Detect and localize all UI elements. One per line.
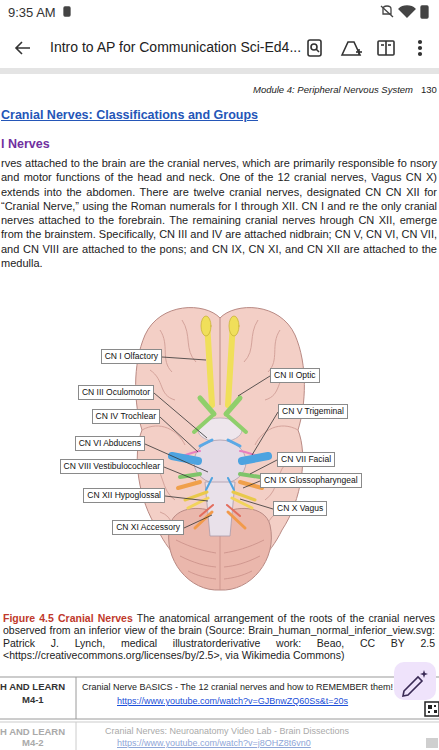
video-title: Cranial Nerve BASICS - The 12 cranial ne… [82,682,393,692]
resource-table [0,677,439,750]
table-cell: M4-2 [22,737,44,748]
nerve-label: CN VIII Vestibulocochlear [64,461,160,472]
floating-edit-button [394,662,436,700]
nerve-label: CN IX Glossopharyngeal [264,475,358,486]
page-gap [0,68,439,74]
status-icons [64,6,428,18]
table-cell: H AND LEARN [0,726,65,737]
nerve-label-box: CN X Vagus [273,501,327,516]
figure-caption-block: Figure 4.5 Cranial NervesThe anatomical … [3,612,435,662]
nerve-label-box: CN III Oculomotor [78,385,154,400]
nerve-label-box: CN XII Hypoglossal [83,488,165,503]
nerve-label-box: CN I Olfactory [101,349,162,364]
section-heading: Cranial Nerves: Classifications and Grou… [1,108,258,122]
nerve-label-box: CN VI Abducens [75,436,145,451]
status-time: 9:35 AM [8,5,56,20]
nerve-label-box: CN VII Facial [277,452,335,467]
video-link: https://www.youtube.com/watch?v=GJBnwZQ6… [117,696,348,706]
table-cell: H AND LEARN [0,681,65,692]
body-paragraph: rves attached to the brain are the crani… [1,156,437,270]
qr-code [425,702,439,748]
nerve-label-box: CN IV Trochlear [92,409,160,424]
nerve-label: CN V Trigeminal [282,406,344,417]
toolbar-icons [16,40,421,56]
running-header: Module 4: Peripheral Nervous System [253,84,413,95]
nerve-label: CN IV Trochlear [96,411,156,422]
nerve-label: CN XII Hypoglossal [87,490,161,501]
nerve-label: CN I Olfactory [105,351,158,362]
nerve-label-box: CN VIII Vestibulocochlear [60,459,164,474]
nerve-label: CN VII Facial [281,454,331,465]
nerve-label-box: CN V Trigeminal [278,404,348,419]
nerve-label: CN II Optic [274,370,316,381]
nerve-label: CN VI Abducens [79,438,141,449]
document-title: Intro to AP for Communication Sci-Ed4... [50,39,301,55]
video-title: Cranial Nerves: Neuroanatomy Video Lab -… [105,726,349,736]
nerve-label-box: CN II Optic [270,368,320,383]
nerve-label-box: CN IX Glossopharyngeal [260,473,362,488]
page-number: 130 [421,84,437,95]
nerve-label-box: CN XI Accessory [112,520,184,535]
video-link: https://www.youtube.com/watch?v=j8OHZ8t6… [117,738,311,748]
nerve-label: CN III Oculomotor [82,387,150,398]
nerve-label: CN X Vagus [277,503,323,514]
table-cell: M4-1 [22,694,44,705]
figure-caption: Figure 4.5 Cranial Nerves [3,612,133,624]
subheading: l Nerves [1,137,50,151]
nerve-label: CN XI Accessory [116,522,180,533]
